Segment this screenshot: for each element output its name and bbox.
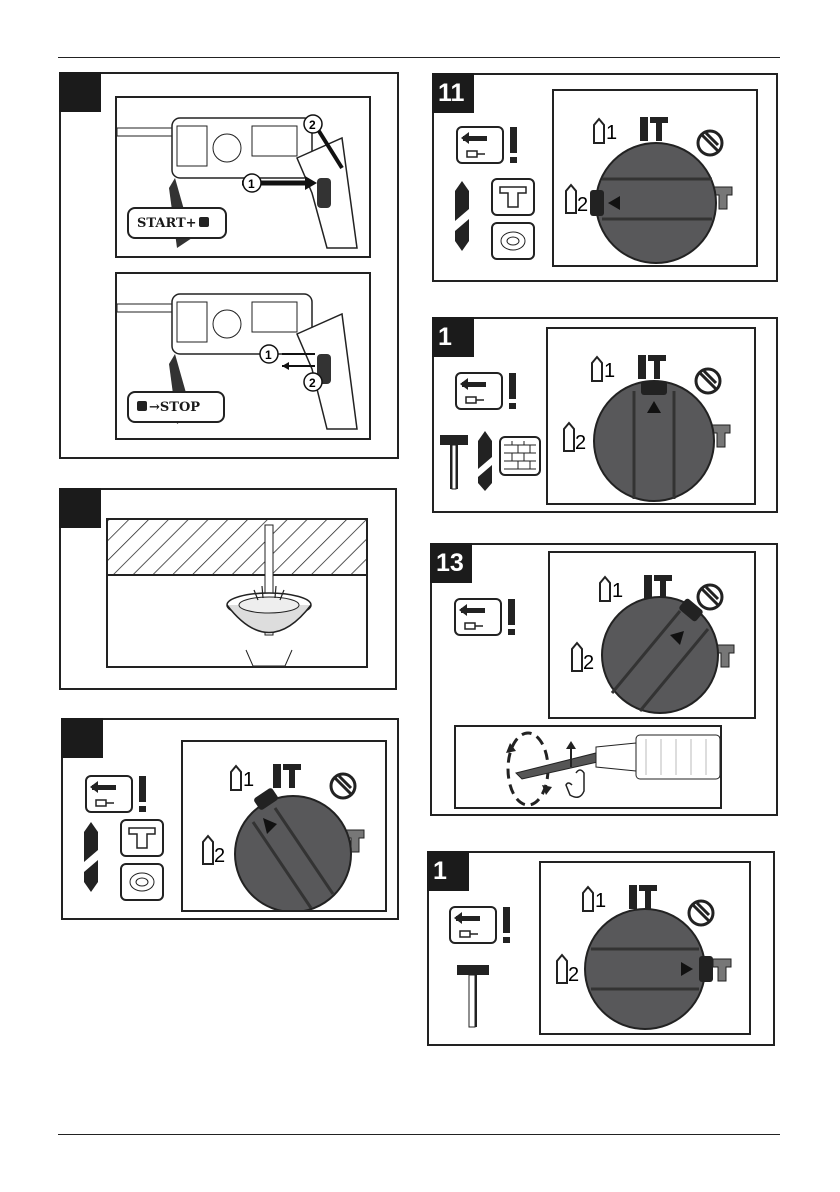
figure-number	[59, 488, 101, 528]
mode-1-label: 1	[595, 890, 606, 912]
unplug-warning-icon	[86, 776, 146, 812]
figure-14: 1 1 2	[427, 851, 775, 1046]
chisel-rotate-icon	[689, 901, 713, 925]
hammer-drill-icon	[644, 575, 672, 599]
mode-1-label: 1	[604, 360, 615, 382]
ceiling-drilling-illustration	[106, 518, 368, 668]
hammer-drill-icon	[629, 885, 657, 909]
mode-2-label: 2	[568, 964, 579, 986]
drill-bit-icon-1: 1	[231, 766, 254, 791]
stop-label: STOP	[160, 400, 200, 415]
figure-number	[59, 72, 101, 112]
svg-text:1: 1	[265, 348, 272, 362]
chisel-rotate-icon	[331, 774, 355, 798]
mode-dial-panel: 1 2	[539, 861, 751, 1035]
drill-bit-icon-1: 1	[594, 119, 617, 144]
unlock-icon	[137, 401, 147, 411]
hammer-drill-icon	[273, 764, 301, 788]
hammer-icon	[457, 965, 489, 1027]
unplug-warning-icon	[457, 127, 517, 163]
top-rule	[58, 57, 780, 58]
stop-badge: →STOP	[127, 391, 225, 423]
chisel-rotate-icon	[696, 369, 720, 393]
drill-bit-icon-1: 1	[583, 887, 606, 912]
figure-13: 13 1 2	[430, 543, 778, 816]
drill-bit-icon	[455, 181, 469, 251]
drill-bit-icon-1: 1	[592, 357, 615, 382]
arrow-glyph: →	[149, 400, 160, 415]
chisel-rotate-icon	[698, 585, 722, 609]
masonry-icon	[500, 437, 540, 475]
drill-bit-icon	[478, 431, 492, 491]
start-badge: START+	[127, 207, 227, 239]
hand-icon	[566, 770, 584, 797]
figure-number: 13	[430, 543, 472, 583]
lock-icon	[199, 217, 209, 227]
hammer-icon	[440, 435, 468, 489]
drill-bit-icon-2: 2	[203, 836, 225, 867]
steel-icon	[492, 179, 534, 215]
steel-icon	[121, 820, 163, 856]
mode-2-label: 2	[583, 652, 594, 674]
mode-1-label: 1	[606, 122, 617, 144]
mode-dial-panel: 1 2	[552, 89, 758, 267]
drill-bit-icon-2: 2	[564, 423, 586, 454]
svg-text:2: 2	[309, 376, 316, 390]
selector-dial[interactable]	[235, 787, 351, 910]
figure-dust-cup	[59, 488, 397, 690]
figure-12: 1 1 2	[432, 317, 778, 513]
figure-switch: 1 2 START+ 1 2 →STOP	[59, 72, 399, 459]
chisel-icon	[713, 959, 731, 981]
unplug-warning-icon	[455, 599, 515, 635]
ceiling	[108, 520, 366, 575]
drill-bit-icon-2: 2	[557, 955, 579, 986]
unplug-warning-icon	[456, 373, 516, 409]
figure-mode-drill: 1 2	[61, 718, 399, 920]
wood-icon	[492, 223, 534, 259]
unplug-warning-icon	[450, 907, 510, 943]
drill-bit-icon	[84, 822, 98, 892]
hammer-drill-icon	[638, 355, 666, 379]
mode-2-label: 2	[577, 194, 588, 216]
svg-text:2: 2	[309, 118, 316, 132]
mode-2-label: 2	[214, 845, 225, 867]
mode-2-label: 2	[575, 432, 586, 454]
selector-dial[interactable]	[594, 381, 714, 501]
mode-1-label: 1	[243, 769, 254, 791]
figure-number: 1	[432, 317, 474, 357]
mode-dial-panel: 1 2	[546, 327, 756, 505]
mode-dial-panel: 1 2	[548, 551, 756, 719]
figure-number: 1	[427, 851, 469, 891]
selector-dial[interactable]	[590, 143, 716, 263]
hammer-drill-icon	[640, 117, 668, 141]
svg-text:1: 1	[248, 177, 255, 191]
start-label: START+	[137, 216, 197, 231]
selector-dial[interactable]	[602, 597, 718, 713]
figure-number: 11	[432, 73, 474, 113]
selector-dial[interactable]	[585, 909, 713, 1029]
mode-dial-panel: 1 2	[181, 740, 387, 912]
bottom-rule	[58, 1134, 780, 1135]
drill-bit-icon-2: 2	[572, 643, 594, 674]
drill-bit-icon-2: 2	[566, 185, 588, 216]
figure-number	[61, 718, 103, 758]
chisel-rotate-icon	[698, 131, 722, 155]
wood-icon	[121, 864, 163, 900]
mode-1-label: 1	[612, 580, 623, 602]
chisel-insert-illustration	[454, 725, 722, 809]
figure-11: 11 1 2	[432, 73, 778, 282]
drill-bit-icon-1: 1	[600, 577, 623, 602]
